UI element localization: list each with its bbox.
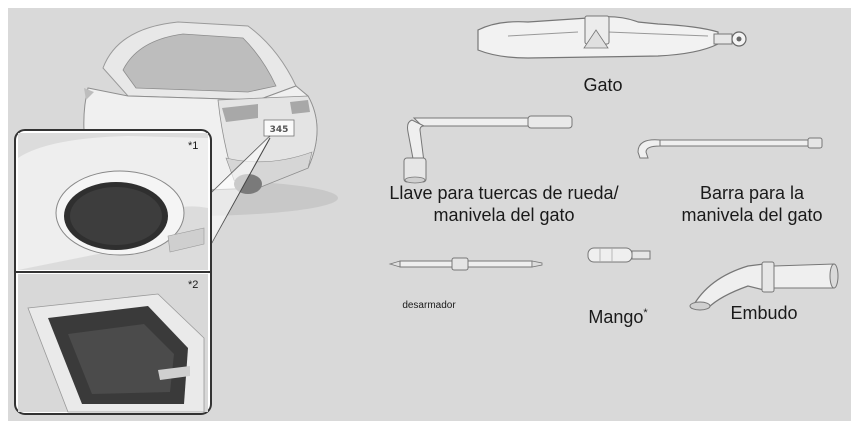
handle-label: Mango* [568, 302, 668, 328]
trunk-inset-frames [14, 129, 212, 415]
svg-text:345: 345 [270, 125, 289, 135]
screwdriver-label-text: desarmador [402, 300, 456, 311]
tools-illustration: 345 [14, 15, 839, 415]
funnel-label: Embudo [714, 302, 814, 324]
bar-label-line2: manivela del gato [681, 205, 823, 225]
handle-label-mark: * [643, 307, 648, 319]
inset-tag-2: *2 [188, 279, 199, 291]
handle-label-text: Mango [588, 307, 644, 327]
funnel-illustration [689, 261, 839, 311]
wrench-label: Llave para tuercas de rueda/ manivela de… [354, 182, 654, 226]
funnel-label-text: Embudo [730, 303, 798, 323]
bar-label-line1: Barra para la [699, 183, 805, 203]
handle-illustration [587, 247, 651, 263]
inset-tag-1: *1 [188, 140, 199, 152]
wrench-label-line1: Llave para tuercas de rueda/ [389, 183, 619, 203]
jack-illustration [477, 15, 747, 59]
wheel-nut-wrench-illustration [403, 115, 573, 184]
screwdriver-illustration [388, 257, 543, 271]
jack-label: Gato [548, 74, 658, 96]
jack-handle-bar-illustration [637, 137, 823, 159]
wrench-label-line2: manivela del gato [433, 205, 575, 225]
bar-label: Barra para la manivela del gato [662, 182, 842, 226]
screwdriver-label: desarmador [384, 300, 474, 312]
tools-illustration-panel: 345 [8, 8, 851, 421]
jack-label-text: Gato [583, 75, 623, 95]
